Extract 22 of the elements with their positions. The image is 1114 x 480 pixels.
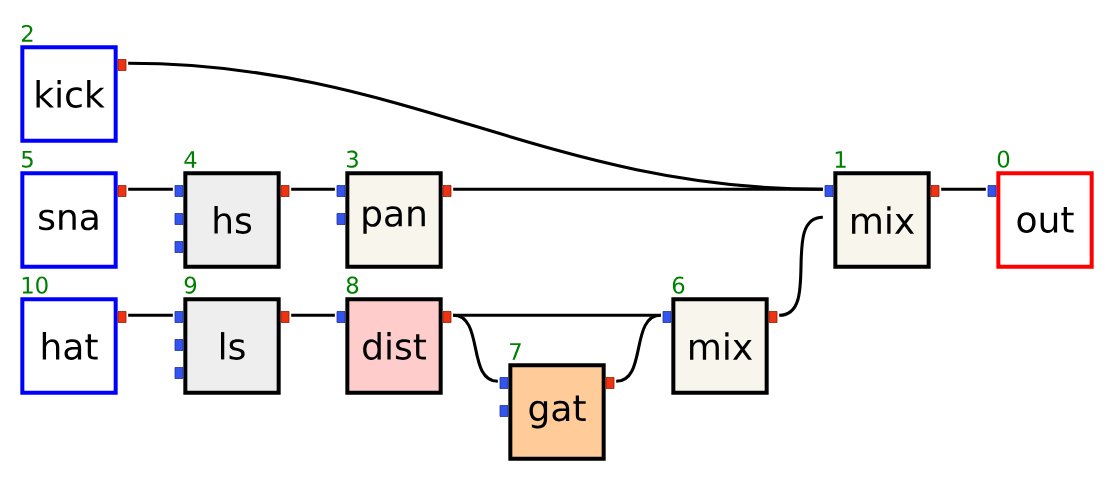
block-box: ls [183,297,281,395]
block-box: mix [671,297,769,395]
node-number: 5 [22,150,33,168]
block-box: pan [345,171,443,269]
node-number: 1 [835,151,846,168]
block-box: hs [183,171,281,269]
node-number: 2 [21,24,33,42]
node-number: 10 [22,276,48,294]
block-box: kick [20,45,118,143]
block-box: sna [20,171,118,269]
node-number: 9 [184,276,197,294]
node-number: 0 [997,150,1010,168]
node-number: 7 [510,343,521,360]
node-number: 3 [347,150,358,168]
block-box: out [996,171,1094,269]
block-box: dist [345,297,443,395]
block-box: hat [20,297,118,395]
block-box: gat [508,363,606,461]
node-number: 4 [184,151,197,168]
node-number: 6 [672,276,685,294]
block-box: mix [833,171,931,269]
node-number: 8 [346,276,359,294]
